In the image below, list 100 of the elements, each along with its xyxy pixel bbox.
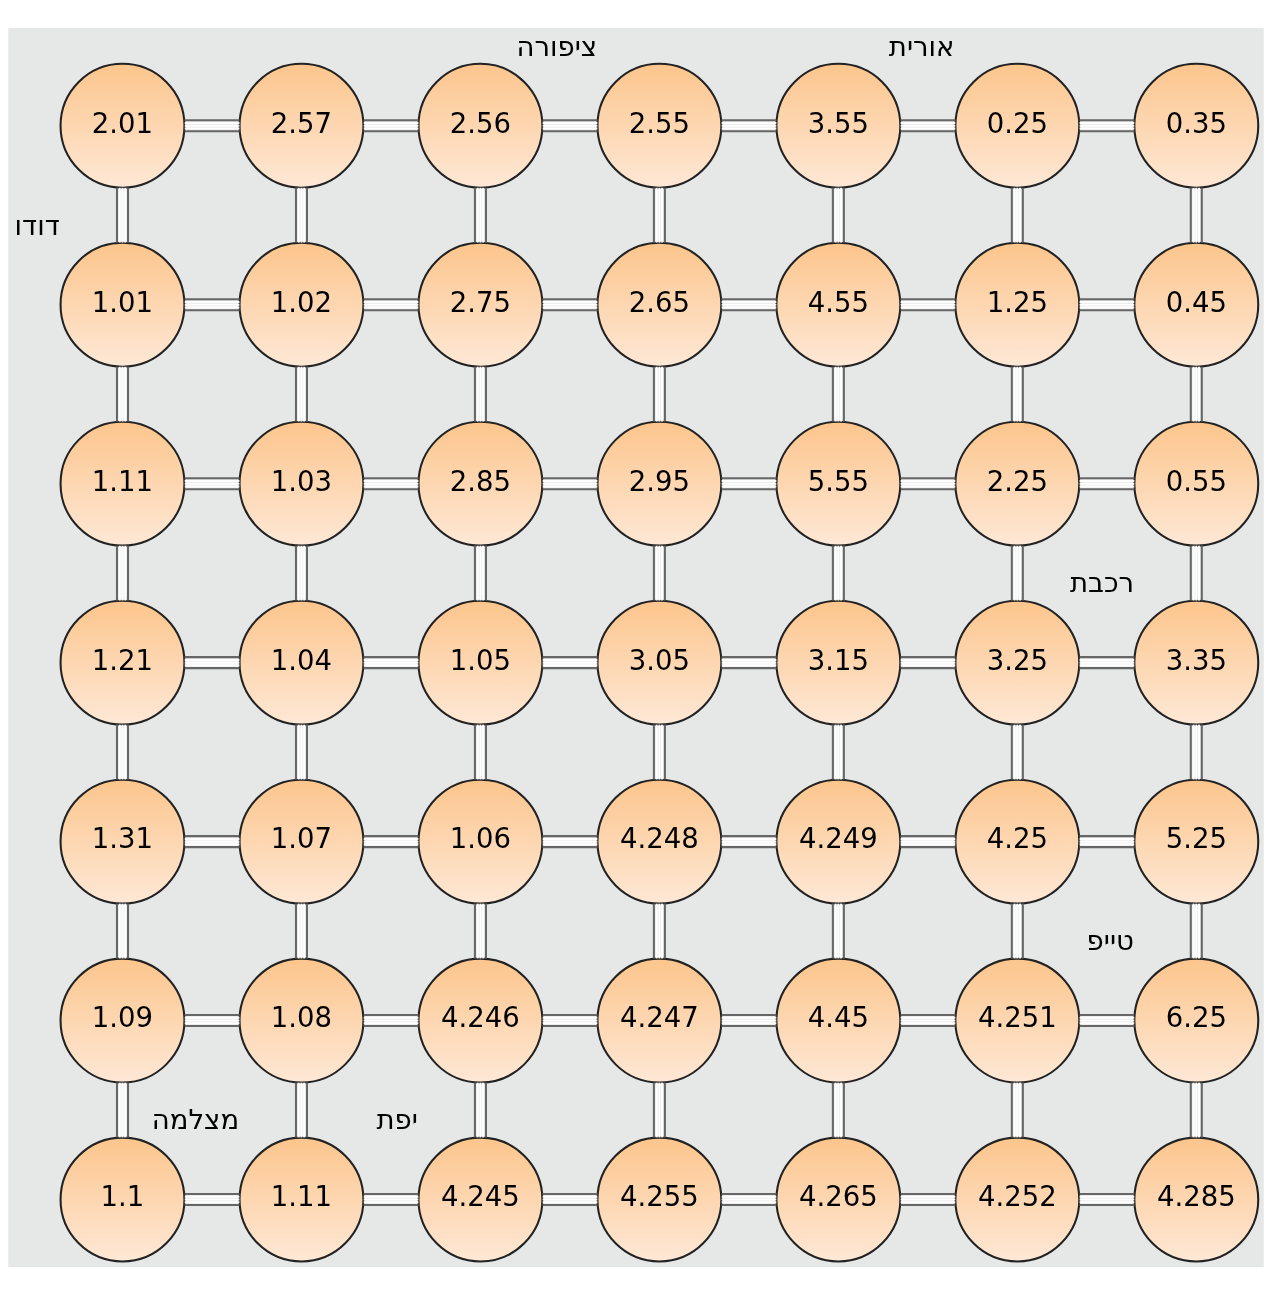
node-circle: 0.55 (1133, 420, 1260, 547)
node-circle: 1.21 (59, 599, 186, 726)
node-circle: 1.07 (238, 778, 365, 905)
node-circle: 4.248 (596, 778, 723, 905)
node-label: טייפ (1086, 923, 1134, 956)
connector (542, 476, 598, 490)
node-label: רכבת (1069, 565, 1135, 598)
node-circle: 6.25 (1133, 957, 1260, 1084)
node-circle: 2.95 (596, 420, 723, 547)
node-circle: 1.31 (59, 778, 186, 905)
connector (652, 187, 666, 243)
node-circle: 4.251 (954, 957, 1081, 1084)
node-circle: 0.35 (1133, 62, 1260, 189)
connector (900, 834, 956, 848)
connector (115, 903, 130, 958)
node-circle: 1.01 (59, 241, 186, 368)
connector (721, 1192, 777, 1206)
connector (1189, 724, 1203, 779)
connector (363, 1013, 419, 1027)
connector (1079, 655, 1135, 669)
node-circle: 0.45 (1133, 241, 1260, 368)
node-label: מצלמה (151, 1102, 240, 1135)
connector (721, 118, 777, 132)
connector (294, 724, 308, 779)
connector (831, 545, 845, 600)
connector (831, 724, 845, 779)
connector (652, 1082, 666, 1137)
node-circle: 2.85 (417, 420, 544, 547)
node-circle: 1.02 (238, 241, 365, 368)
connector (542, 834, 598, 848)
connector (363, 655, 419, 669)
connector (542, 1192, 598, 1206)
connector (900, 1192, 956, 1206)
node-label: ציפורה (516, 29, 598, 62)
connector (363, 834, 419, 848)
node-circle: 3.55 (775, 62, 902, 189)
connector (721, 476, 777, 490)
connector (831, 903, 845, 958)
node-circle: 0.25 (954, 62, 1081, 189)
connector (652, 366, 666, 422)
node-circle: 3.15 (775, 599, 902, 726)
node-circle: 4.255 (596, 1136, 723, 1263)
node-circle: 4.247 (596, 957, 723, 1084)
connector (1189, 366, 1203, 422)
connector (721, 655, 777, 669)
node-circle: 4.249 (775, 778, 902, 905)
node-circle: 2.57 (238, 62, 365, 189)
connector (363, 1192, 419, 1206)
connector (1189, 903, 1203, 958)
connector (184, 118, 240, 132)
node-circle: 5.55 (775, 420, 902, 547)
node-circle: 3.35 (1133, 599, 1260, 726)
node-circle: 4.285 (1133, 1136, 1260, 1263)
node-label: אורית (888, 29, 955, 62)
connector (900, 118, 956, 132)
connector (1010, 187, 1024, 243)
node-circle: 4.45 (775, 957, 902, 1084)
connector (184, 834, 240, 848)
connector (1079, 834, 1135, 848)
connector (900, 1013, 956, 1027)
connector (1189, 545, 1203, 600)
node-circle: 4.25 (954, 778, 1081, 905)
connector (115, 1082, 130, 1137)
connector (294, 366, 308, 422)
connector (542, 297, 598, 311)
connector (652, 724, 666, 779)
connector (115, 724, 130, 779)
connector (1079, 1192, 1135, 1206)
connector (1010, 1082, 1024, 1137)
connector (652, 903, 666, 958)
connector (473, 903, 487, 958)
connector (473, 366, 487, 422)
connector (115, 187, 130, 243)
node-circle: 1.08 (238, 957, 365, 1084)
node-circle: 1.1 (59, 1136, 186, 1263)
connector (1079, 1013, 1135, 1027)
connector (1079, 118, 1135, 132)
node-circle: 1.09 (59, 957, 186, 1084)
connector (184, 1192, 240, 1206)
connector (184, 1013, 240, 1027)
connector (184, 297, 240, 311)
connector (1189, 1082, 1203, 1137)
node-circle: 2.25 (954, 420, 1081, 547)
connector (1010, 903, 1024, 958)
node-circle: 2.75 (417, 241, 544, 368)
connector (473, 187, 487, 243)
connector (115, 366, 130, 422)
connector (294, 187, 308, 243)
node-circle: 1.05 (417, 599, 544, 726)
connector (652, 545, 666, 600)
node-circle: 4.246 (417, 957, 544, 1084)
connector (473, 545, 487, 600)
connector (363, 118, 419, 132)
node-circle: 3.25 (954, 599, 1081, 726)
connector (831, 1082, 845, 1137)
node-circle: 2.55 (596, 62, 723, 189)
connector (542, 118, 598, 132)
connector (542, 1013, 598, 1027)
connector (831, 187, 845, 243)
node-circle: 1.06 (417, 778, 544, 905)
